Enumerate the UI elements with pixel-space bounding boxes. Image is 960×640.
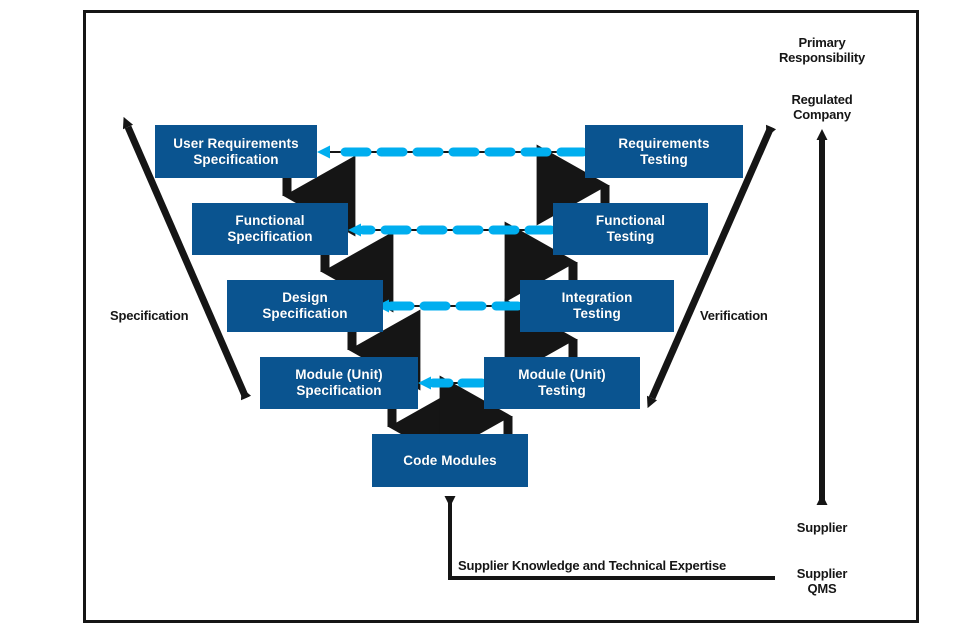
node-code-modules[interactable]: Code Modules (372, 434, 528, 487)
node-module-unit-specification[interactable]: Module (Unit) Specification (260, 357, 418, 409)
node-requirements-testing[interactable]: Requirements Testing (585, 125, 743, 178)
label-specification: Specification (110, 308, 189, 323)
label-supplier: Supplier (796, 520, 848, 535)
node-label: Module (Unit) Specification (295, 367, 383, 398)
node-functional-testing[interactable]: Functional Testing (553, 203, 708, 255)
node-label: Module (Unit) Testing (518, 367, 606, 398)
node-design-specification[interactable]: Design Specification (227, 280, 383, 332)
label-primary-responsibility: Primary Responsibility (778, 35, 866, 65)
node-module-unit-testing[interactable]: Module (Unit) Testing (484, 357, 640, 409)
label-verification: Verification (700, 308, 768, 323)
node-label: User Requirements Specification (173, 135, 299, 167)
diagram-border (83, 10, 919, 623)
node-label: Code Modules (403, 452, 497, 468)
node-label: Functional Testing (595, 213, 666, 244)
node-integration-testing[interactable]: Integration Testing (520, 280, 674, 332)
node-functional-specification[interactable]: Functional Specification (192, 203, 348, 255)
label-regulated-company: Regulated Company (791, 92, 853, 122)
label-supplier-qms: Supplier QMS (796, 566, 848, 596)
node-label: Design Specification (262, 290, 348, 321)
node-label: Functional Specification (227, 213, 313, 244)
node-label: Integration Testing (561, 290, 633, 321)
node-user-requirements-specification[interactable]: User Requirements Specification (155, 125, 317, 178)
node-label: Requirements Testing (618, 135, 710, 167)
label-supplier-knowledge: Supplier Knowledge and Technical Experti… (458, 558, 727, 573)
